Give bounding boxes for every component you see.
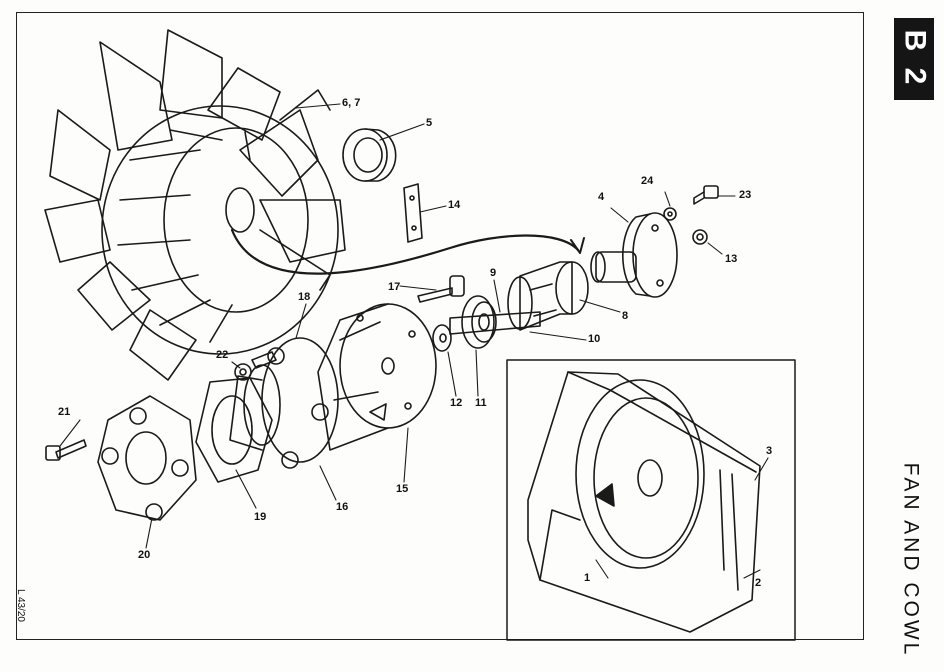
callout-14: 14: [448, 199, 461, 211]
part-shaft: [449, 311, 541, 335]
part-seal: [342, 128, 397, 182]
callout-3: 3: [766, 445, 773, 457]
part-plate: [403, 183, 423, 243]
callout-9: 9: [490, 267, 497, 279]
page-title-wrap: FAN AND COWL: [880, 463, 940, 658]
part-bolt-21: [45, 439, 87, 461]
part-bolt-17: [417, 275, 465, 303]
part-washer: [432, 324, 452, 352]
callout-18: 18: [298, 291, 311, 303]
part-gasket: [195, 377, 273, 483]
callout-15: 15: [396, 483, 409, 495]
part-nut-22: [234, 363, 252, 381]
assembly-arrow-head: [570, 237, 585, 254]
part-bearing-housing: [507, 261, 589, 331]
part-stud-18: [251, 351, 277, 369]
callout-8: 8: [622, 310, 629, 322]
callout-20: 20: [138, 549, 151, 561]
drawing-ref-wrap: L 43/20: [2, 580, 38, 630]
part-nut-13: [692, 229, 708, 245]
callout-12: 12: [450, 397, 463, 409]
part-coupling: [97, 395, 197, 521]
callout-1: 1: [584, 572, 591, 584]
part-bolt-23: [693, 185, 719, 205]
callout-5: 5: [426, 117, 433, 129]
callout-16: 16: [336, 501, 349, 513]
callout-4: 4: [598, 191, 605, 203]
fan-shroud: [101, 105, 339, 355]
part-washer-24: [663, 207, 677, 221]
part-spacer-hub: [317, 303, 437, 451]
leader-lines: [59, 103, 769, 579]
callout-24: 24: [641, 175, 654, 187]
assembly-arrow: [230, 228, 580, 275]
callout-17: 17: [388, 281, 401, 293]
callout-11: 11: [475, 397, 487, 409]
part-bearing: [461, 295, 497, 349]
callout-19: 19: [254, 511, 267, 523]
part-adaptor-flange: [229, 337, 339, 469]
section-badge: B 2: [894, 18, 934, 100]
section-badge-text: B 2: [898, 29, 931, 89]
drawing-ref: L 43/20: [14, 588, 26, 622]
callout-21: 21: [58, 406, 71, 418]
part-cowl: [527, 371, 761, 633]
callout-2: 2: [755, 577, 762, 589]
part-hub-flange: [590, 212, 678, 298]
fan-blades: [44, 29, 346, 381]
callout-23: 23: [739, 189, 752, 201]
callout-10: 10: [588, 333, 601, 345]
drawing-frame: [16, 12, 864, 640]
cowl-inset-box: [506, 359, 796, 641]
page-title: FAN AND COWL: [899, 462, 923, 658]
callout-6-7: 6, 7: [342, 97, 361, 109]
callout-13: 13: [725, 253, 738, 265]
callout-22: 22: [216, 349, 229, 361]
